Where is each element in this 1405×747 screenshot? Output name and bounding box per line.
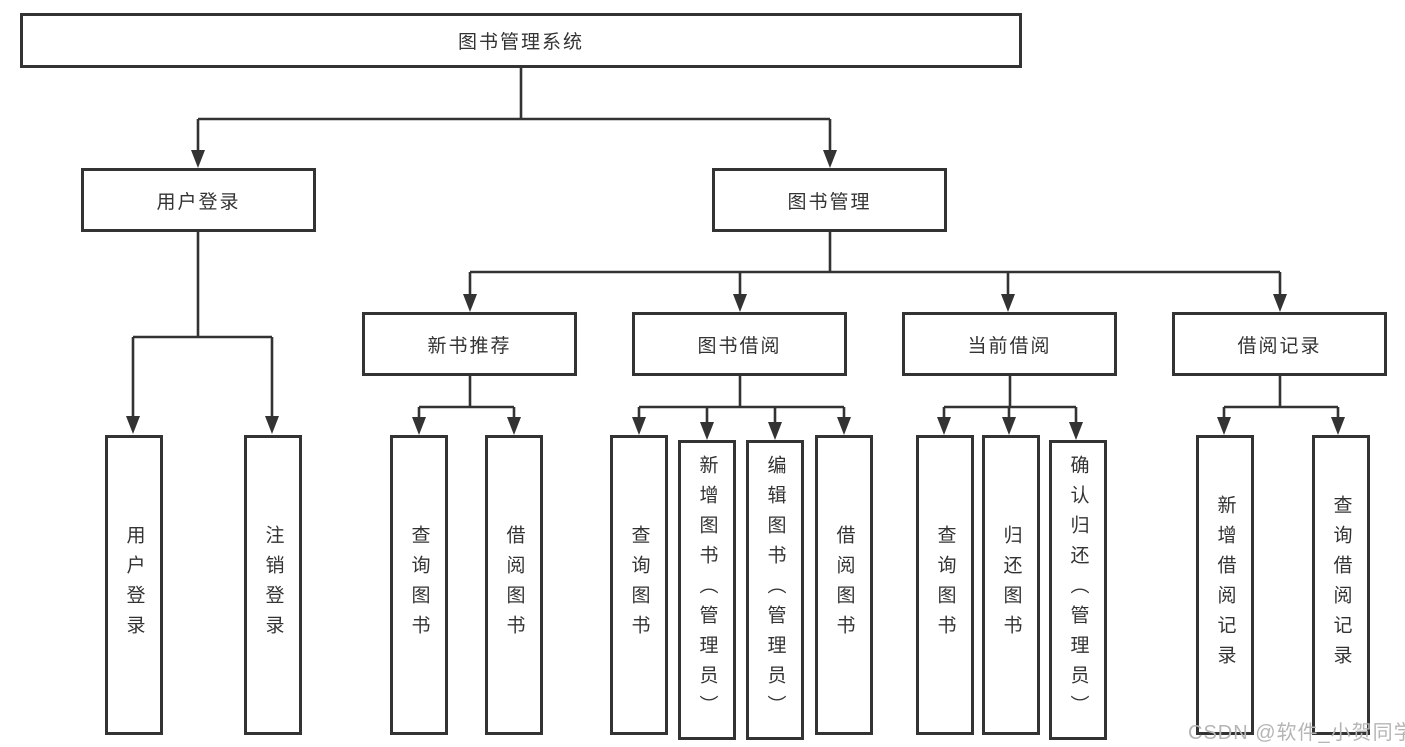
leaf-label: 新增图书（管理员）: [696, 455, 718, 725]
leaf-query-borrow-record: 查询借阅记录: [1312, 435, 1370, 735]
leaf-query-books: 查询图书: [610, 435, 668, 735]
leaf-label: 借阅图书: [833, 525, 855, 645]
leaf-borrow-books: 借阅图书: [485, 435, 543, 735]
csdn-watermark: CSDN @软件_小贺同学: [1188, 722, 1405, 744]
leaf-label: 查询借阅记录: [1330, 495, 1352, 675]
node-label: 图书管理: [787, 191, 872, 213]
leaf-label: 用户登录: [123, 525, 145, 645]
leaf-label: 查询图书: [934, 525, 956, 645]
node-borrowing-records: 借阅记录: [1172, 312, 1387, 376]
leaf-edit-books-admin: 编辑图书（管理员）: [746, 440, 804, 740]
node-book-management: 图书管理: [712, 168, 947, 232]
leaf-label: 查询图书: [628, 525, 650, 645]
leaf-label: 注销登录: [262, 525, 284, 645]
node-label: 图书借阅: [697, 335, 782, 357]
leaf-label: 借阅图书: [503, 525, 525, 645]
node-library-management-system: 图书管理系统: [20, 13, 1022, 68]
leaf-return-books: 归还图书: [982, 435, 1040, 735]
leaf-label: 新增借阅记录: [1214, 495, 1236, 675]
leaf-query-books: 查询图书: [916, 435, 974, 735]
node-user-login: 用户登录: [81, 168, 316, 232]
node-current-borrowing: 当前借阅: [902, 312, 1117, 376]
leaf-logout: 注销登录: [244, 435, 302, 735]
leaf-add-books-admin: 新增图书（管理员）: [678, 440, 736, 740]
leaf-query-books: 查询图书: [390, 435, 448, 735]
leaf-label: 编辑图书（管理员）: [764, 455, 786, 725]
leaf-label: 查询图书: [408, 525, 430, 645]
leaf-confirm-return-admin: 确认归还（管理员）: [1049, 440, 1107, 740]
node-label: 借阅记录: [1237, 335, 1322, 357]
node-book-borrowing: 图书借阅: [632, 312, 847, 376]
leaf-borrow-books: 借阅图书: [815, 435, 873, 735]
node-label: 用户登录: [156, 191, 241, 213]
arrowheads: [126, 150, 1345, 440]
node-label: 当前借阅: [967, 335, 1052, 357]
leaf-add-borrow-record: 新增借阅记录: [1196, 435, 1254, 735]
leaf-user-login: 用户登录: [105, 435, 163, 735]
node-label: 新书推荐: [427, 335, 512, 357]
node-label: 图书管理系统: [457, 32, 584, 53]
leaf-label: 确认归还（管理员）: [1067, 455, 1089, 725]
node-new-book-recommendation: 新书推荐: [362, 312, 577, 376]
leaf-label: 归还图书: [1000, 525, 1022, 645]
